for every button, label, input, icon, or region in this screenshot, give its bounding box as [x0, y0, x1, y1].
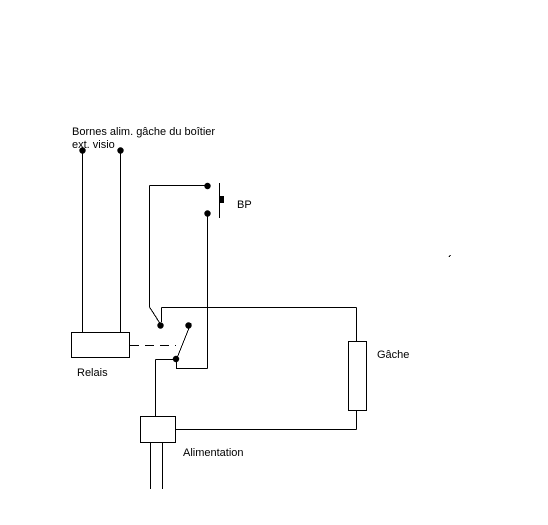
relay-coil	[71, 332, 130, 358]
push-button-label: BP	[237, 199, 252, 211]
switch-left-contact	[157, 322, 164, 329]
power-supply-label: Alimentation	[183, 447, 244, 459]
strike-element	[348, 341, 367, 411]
strike-label: Gâche	[377, 349, 410, 361]
switch-left-contact-wire	[149, 306, 162, 326]
relay-label: Relais	[77, 367, 108, 379]
terminals-label-line2: ext. visio	[72, 139, 115, 151]
bp-actuator-head	[219, 196, 224, 203]
terminals-label-line1: Bornes alim. gâche du boîtier	[72, 126, 216, 138]
switch-blade	[176, 322, 192, 359]
terminal-right-dot	[117, 147, 124, 154]
terminal-left-dot	[79, 147, 86, 154]
bp-upper-contact	[204, 182, 211, 190]
power-supply-box	[140, 416, 176, 443]
switch-right-contact	[185, 322, 192, 329]
stray-mark	[448, 254, 451, 258]
